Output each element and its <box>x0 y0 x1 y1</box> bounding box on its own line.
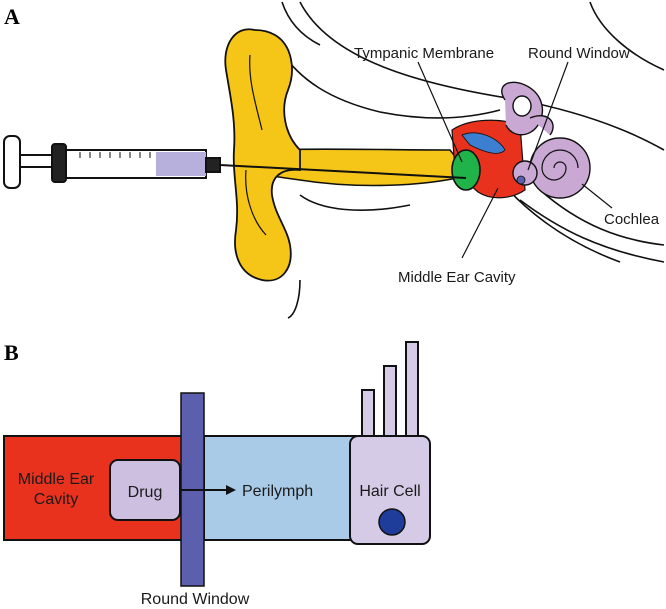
hair-cell-box <box>349 435 431 545</box>
syringe-needle <box>219 164 467 179</box>
label-cochlea: Cochlea <box>604 211 660 228</box>
diffusion-arrow <box>180 485 236 495</box>
inner-ear <box>501 81 591 199</box>
middle-ear-label-line2: Cavity <box>34 491 78 508</box>
pinna <box>224 28 301 282</box>
head-outline <box>279 1 665 319</box>
outer-ear <box>224 28 472 282</box>
tympanic-membrane-shape <box>451 149 481 191</box>
syringe <box>3 135 467 189</box>
label-round-window-a: Round Window <box>528 45 630 62</box>
cochlea-shape <box>529 137 591 199</box>
hair-cell-nucleus <box>378 508 406 536</box>
round-window-spot <box>516 175 526 185</box>
drug-label: Drug <box>128 484 163 501</box>
round-window-label-b: Round Window <box>141 591 250 608</box>
stereocilia <box>361 341 419 441</box>
leader-lines <box>417 61 613 259</box>
perilymph-label: Perilymph <box>242 483 313 500</box>
panel-a-letter: A <box>4 4 20 29</box>
syringe-thumb <box>3 135 21 189</box>
label-middle-ear-cavity: Middle Ear Cavity <box>398 269 516 286</box>
hair-cell-label: Hair Cell <box>359 483 420 500</box>
middle-ear-label-line1: Middle Ear <box>18 471 95 488</box>
panel-b-letter: B <box>4 340 19 365</box>
syringe-fluid <box>156 152 206 176</box>
label-tympanic-membrane: Tympanic Membrane <box>354 45 494 62</box>
